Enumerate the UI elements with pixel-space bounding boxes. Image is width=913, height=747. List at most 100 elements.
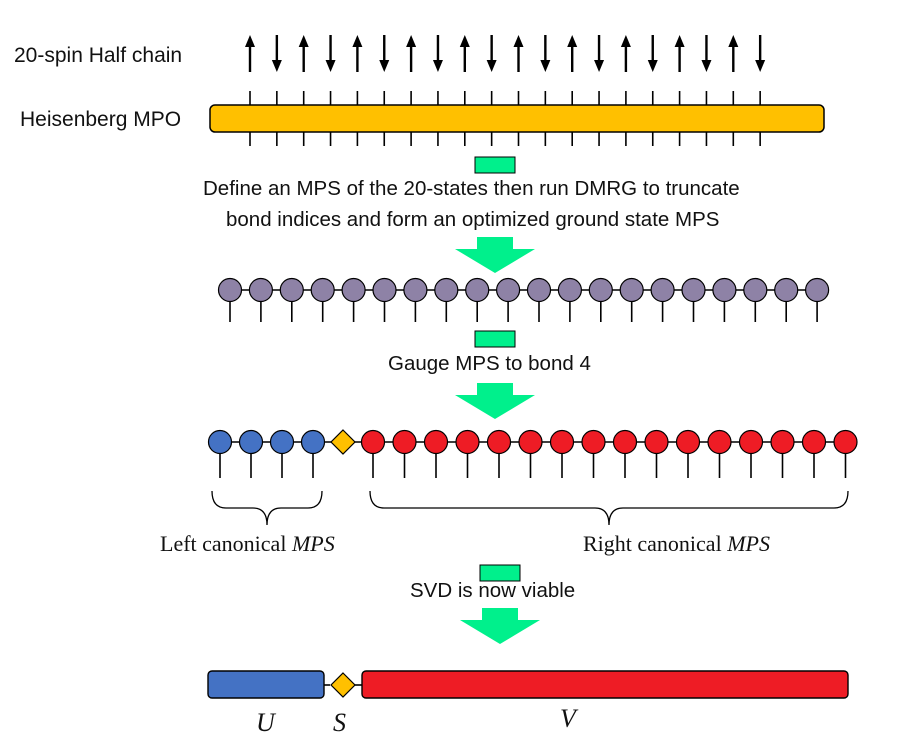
spin-head — [701, 60, 712, 72]
left-canonical-brace — [211, 490, 323, 526]
right-canonical-site — [612, 429, 638, 455]
right-canonical-site — [707, 429, 732, 455]
spin-head — [379, 60, 390, 72]
left-canonical-label: Left canonical MPS — [160, 531, 335, 557]
s-label: S — [333, 708, 346, 737]
down-arrow-3 — [460, 608, 540, 644]
right-canonical-site — [549, 429, 575, 455]
right-canonical-math: MPS — [727, 531, 770, 556]
right-canonical-label: Right canonical MPS — [583, 531, 770, 557]
mps-site — [526, 277, 552, 303]
right-canonical-site — [644, 429, 669, 455]
step3-text: SVD is now viable — [410, 579, 576, 602]
mps-site — [743, 277, 768, 303]
right-canonical-site — [423, 429, 449, 455]
spin-up-arrow — [674, 35, 685, 72]
s-diamond — [330, 672, 356, 698]
mps-site — [650, 277, 675, 303]
spin-up-arrow — [513, 35, 524, 72]
mps-site — [681, 277, 706, 303]
mps-site — [774, 277, 799, 303]
mps-site — [217, 277, 243, 303]
spin-head — [325, 60, 336, 72]
spin-up-arrow — [728, 35, 739, 72]
u-block — [207, 670, 325, 699]
mps-site — [341, 277, 366, 303]
right-canonical-site — [833, 429, 858, 455]
mps-site — [279, 277, 304, 303]
spin-head — [486, 60, 497, 72]
spin-up-arrow — [352, 35, 363, 72]
spin-up-arrow — [298, 35, 309, 72]
mps-site — [804, 277, 830, 303]
left-canonical-text: Left canonical — [160, 531, 292, 556]
v-block — [361, 670, 849, 699]
mps-site — [248, 277, 273, 303]
right-canonical-site — [360, 429, 386, 455]
spin-head — [567, 35, 578, 47]
spin-up-arrow — [406, 35, 417, 72]
right-canonical-site — [581, 429, 606, 455]
mpo-bar — [209, 104, 825, 133]
step1-text-line1: Define an MPS of the 20-states then run … — [203, 177, 740, 200]
spin-head — [298, 35, 309, 47]
spin-head — [245, 35, 255, 47]
spin-chain-label: 20-spin Half chain — [14, 44, 183, 67]
mpo-label: Heisenberg MPO — [20, 108, 182, 131]
spin-down-arrow — [486, 35, 497, 72]
step1-text-line2: bond indices and form an optimized groun… — [226, 208, 720, 231]
connector-2 — [474, 330, 516, 348]
spin-head — [674, 35, 685, 47]
left-canonical-math: MPS — [291, 531, 335, 556]
mps-site — [403, 277, 428, 303]
right-canonical-site — [675, 429, 701, 455]
spin-down-arrow — [755, 35, 766, 72]
spin-head — [647, 60, 658, 72]
left-canonical-site — [300, 429, 326, 455]
left-canonical-site — [207, 429, 233, 455]
spin-head — [755, 60, 766, 72]
right-canonical-site — [518, 429, 543, 455]
step2-text: Gauge MPS to bond 4 — [388, 352, 591, 375]
connector-1 — [474, 156, 516, 174]
spin-down-arrow — [701, 35, 712, 72]
v-label: V — [560, 704, 576, 733]
spin-head — [620, 35, 631, 47]
down-arrow-2 — [455, 383, 535, 419]
left-canonical-site — [238, 429, 264, 455]
spin-head — [728, 35, 739, 47]
right-canonical-text: Right canonical — [583, 531, 728, 556]
spin-down-arrow — [594, 35, 605, 72]
right-canonical-site — [486, 429, 512, 455]
mps-site — [496, 277, 521, 303]
spin-down-arrow — [647, 35, 658, 72]
spin-head — [352, 35, 363, 47]
mps-site — [465, 277, 490, 303]
mps-site — [372, 277, 397, 303]
mps-site — [434, 277, 459, 303]
spin-head — [432, 60, 443, 72]
connector-3 — [479, 564, 521, 582]
left-canonical-site — [269, 429, 295, 455]
spin-down-arrow — [379, 35, 390, 72]
singular-value-diamond — [330, 429, 356, 455]
right-canonical-site — [738, 429, 764, 455]
spin-down-arrow — [432, 35, 443, 72]
right-canonical-brace — [369, 490, 849, 526]
spin-head — [513, 35, 524, 47]
u-label: U — [256, 708, 275, 737]
mps-site — [588, 277, 613, 303]
spin-up-arrow — [567, 35, 578, 72]
mps-site — [310, 277, 335, 303]
right-canonical-site — [801, 429, 827, 455]
spin-head — [406, 35, 417, 47]
spin-down-arrow — [325, 35, 336, 72]
spin-down-arrow — [271, 35, 282, 72]
spin-up-arrow — [245, 35, 255, 72]
spin-up-arrow — [459, 35, 470, 72]
spin-head — [594, 60, 605, 72]
mps-site — [557, 277, 583, 303]
spin-head — [271, 60, 282, 72]
